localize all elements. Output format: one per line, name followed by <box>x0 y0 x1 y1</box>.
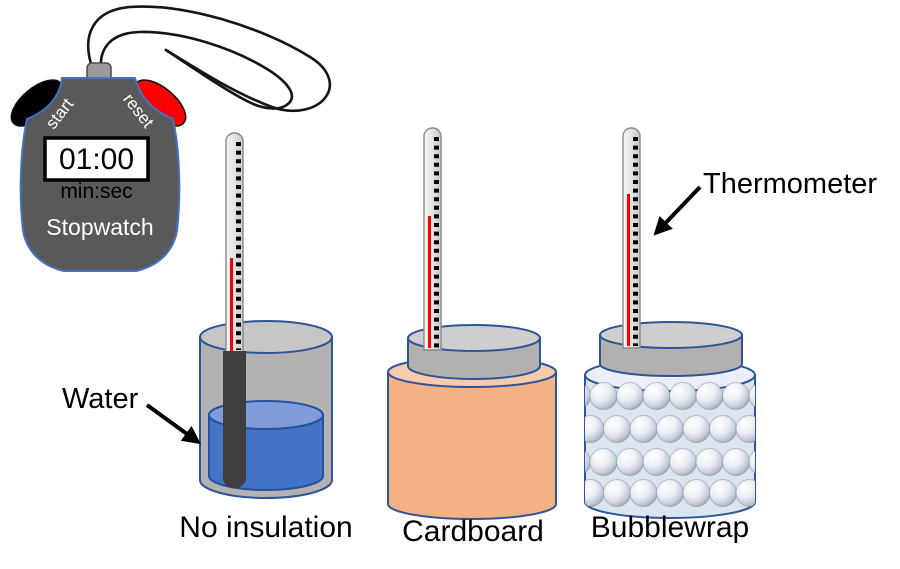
lanyard-cord-inner <box>99 30 294 110</box>
bubble <box>629 479 658 507</box>
bubble <box>642 448 671 476</box>
stopwatch-unit: min:sec <box>60 180 133 203</box>
bubble <box>682 415 711 443</box>
bubble <box>589 448 618 476</box>
bubble <box>642 382 671 410</box>
water-label: Water <box>62 383 139 415</box>
bubble <box>585 415 605 443</box>
bubble <box>656 479 684 507</box>
bubble <box>735 415 755 443</box>
bubble <box>722 382 750 410</box>
bubblewrap-bubbles <box>585 382 755 507</box>
bubble <box>709 415 737 443</box>
water-arrow <box>145 403 201 445</box>
bubble <box>616 382 644 410</box>
bubble <box>656 415 684 443</box>
bubble <box>585 448 591 476</box>
container-label-cardboard: Cardboard <box>402 515 544 548</box>
thermometer-stick <box>423 127 442 351</box>
lanyard-cord-outer <box>86 5 332 113</box>
bubble <box>709 479 737 507</box>
bubble <box>629 415 658 443</box>
bubble <box>748 448 755 476</box>
thermometer-probe <box>223 351 246 488</box>
cardboard-body <box>387 371 557 520</box>
stopwatch-name: Stopwatch <box>46 214 154 240</box>
thermometer-arrow <box>653 185 702 236</box>
bubble <box>616 448 644 476</box>
container-bubblewrap <box>584 127 756 519</box>
container-cardboard <box>387 127 557 520</box>
bubble <box>585 479 605 507</box>
bubble <box>748 382 755 410</box>
container-label-bubblewrap: Bubblewrap <box>590 511 750 544</box>
glass-rim <box>199 320 333 354</box>
container-label-no-insulation: No insulation <box>179 511 353 544</box>
thermometer-stick <box>622 127 641 349</box>
lid-top <box>599 321 743 349</box>
bubble <box>669 382 697 410</box>
bubblewrap-body <box>584 374 756 519</box>
stopwatch-time: 01:00 <box>58 143 135 176</box>
bubble <box>603 415 631 443</box>
bubble <box>589 382 618 410</box>
bubble <box>735 479 755 507</box>
bubble <box>669 448 697 476</box>
bubble <box>585 382 591 410</box>
stopwatch <box>10 5 332 272</box>
bubble <box>695 448 724 476</box>
stopwatch-display <box>43 136 150 182</box>
bubble <box>682 479 711 507</box>
beaker-no-insulation <box>199 132 333 499</box>
thermometer-label: Thermometer <box>703 168 878 200</box>
bubble <box>603 479 631 507</box>
bubble <box>695 382 724 410</box>
bubble <box>722 448 750 476</box>
